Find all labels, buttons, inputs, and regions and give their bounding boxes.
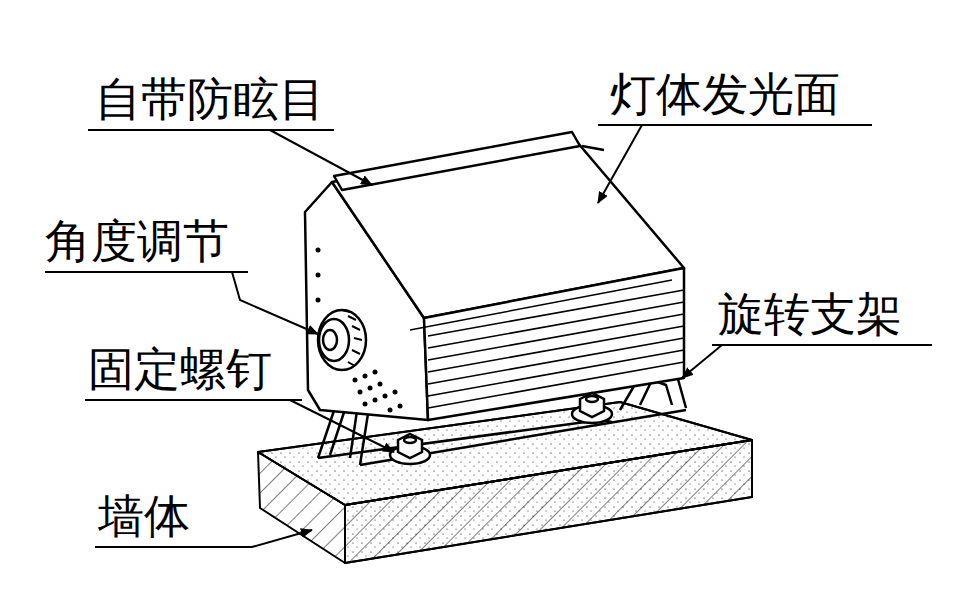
wall-slab — [258, 402, 752, 563]
part-label: 角度调节 — [45, 218, 229, 264]
cooling-fins — [428, 290, 684, 408]
angle-knob — [318, 310, 366, 370]
lamp-body — [305, 132, 684, 420]
part-label: 固定螺钉 — [88, 346, 272, 392]
part-label: 旋转支架 — [718, 291, 902, 337]
leader-lines — [45, 125, 932, 547]
vent-holes — [316, 248, 403, 413]
fixing-screw — [390, 393, 612, 464]
part-label: 墙体 — [98, 493, 190, 539]
part-label: 自带防眩目 — [95, 76, 325, 122]
part-label: 灯体发光面 — [610, 71, 840, 117]
